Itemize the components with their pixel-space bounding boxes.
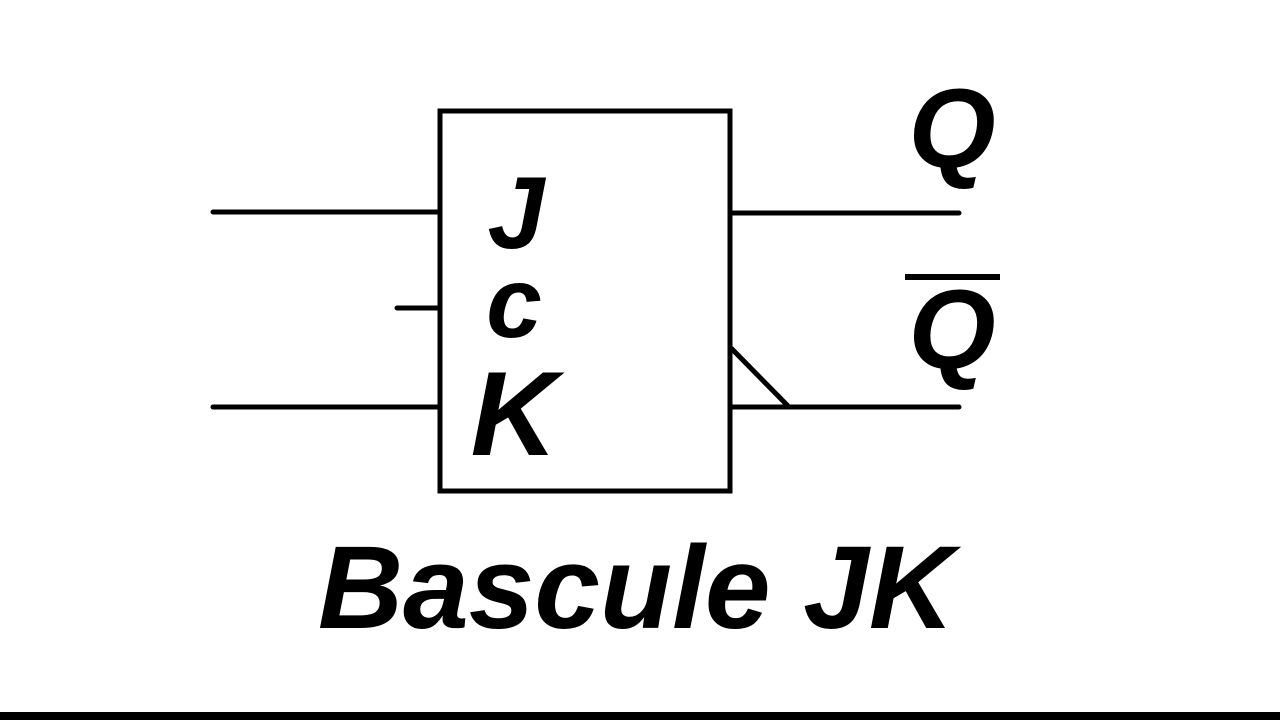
clock-label: c xyxy=(486,247,542,359)
output-label-q-bar: Q xyxy=(908,267,995,392)
input-label-k: K xyxy=(471,347,565,481)
caption-title: Bascule JK xyxy=(318,522,962,654)
letterbox-bar-bottom xyxy=(0,712,1280,720)
flip-flop-body xyxy=(437,108,733,494)
q-bar-slash-line xyxy=(729,346,790,408)
input-label-j: J xyxy=(488,156,547,270)
output-label-q: Q xyxy=(908,66,995,191)
